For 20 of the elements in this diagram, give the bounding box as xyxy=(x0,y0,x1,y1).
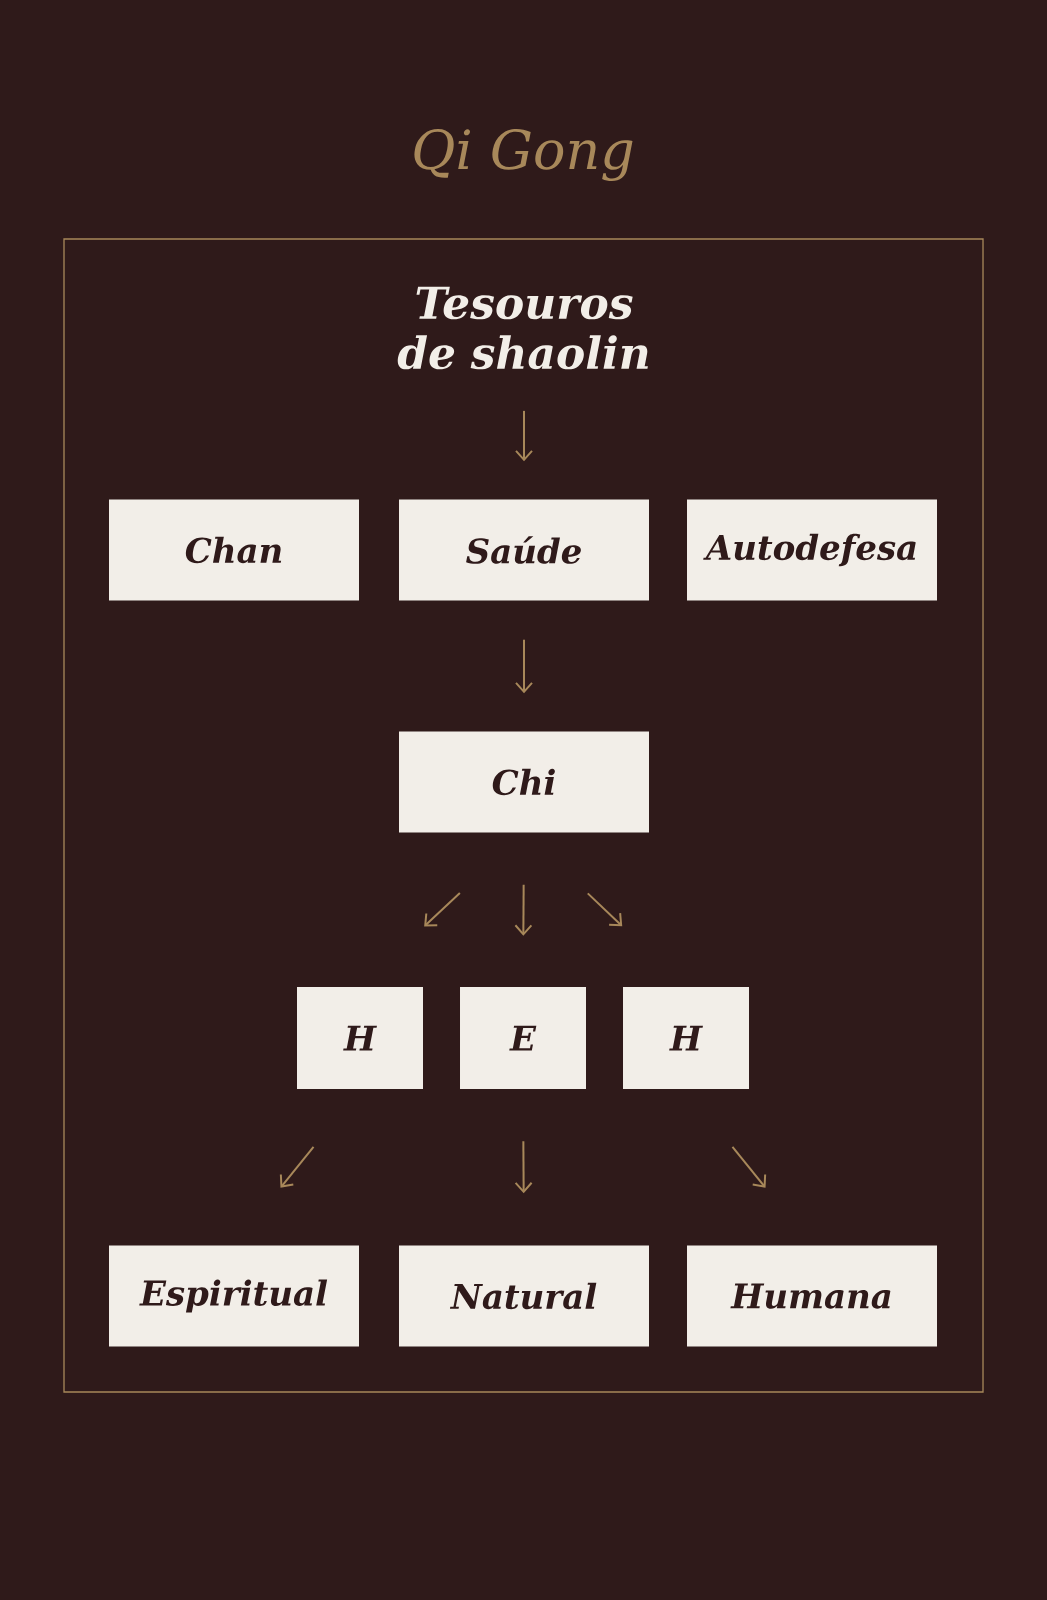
process-box: H xyxy=(623,987,749,1089)
arrow xyxy=(424,891,461,927)
title: Qi Gong xyxy=(414,128,633,182)
process-box: Autodefesa xyxy=(687,499,937,601)
arrow xyxy=(515,409,533,462)
arrow xyxy=(586,892,623,927)
process-box: Chan xyxy=(109,499,359,601)
process-box: H xyxy=(297,987,423,1089)
arrow xyxy=(514,883,533,936)
process-box: Natural xyxy=(399,1245,649,1347)
heading-text: Tesouros de shaolin xyxy=(397,286,648,370)
process-box: E xyxy=(460,987,586,1089)
arrow xyxy=(731,1145,767,1188)
arrow xyxy=(514,1140,533,1194)
arrow xyxy=(515,638,533,694)
process-box: Espiritual xyxy=(109,1245,359,1347)
arrow xyxy=(279,1145,315,1188)
process-box: Saúde xyxy=(399,499,649,601)
process-box: Humana xyxy=(687,1245,937,1347)
process-box: Chi xyxy=(399,731,649,833)
